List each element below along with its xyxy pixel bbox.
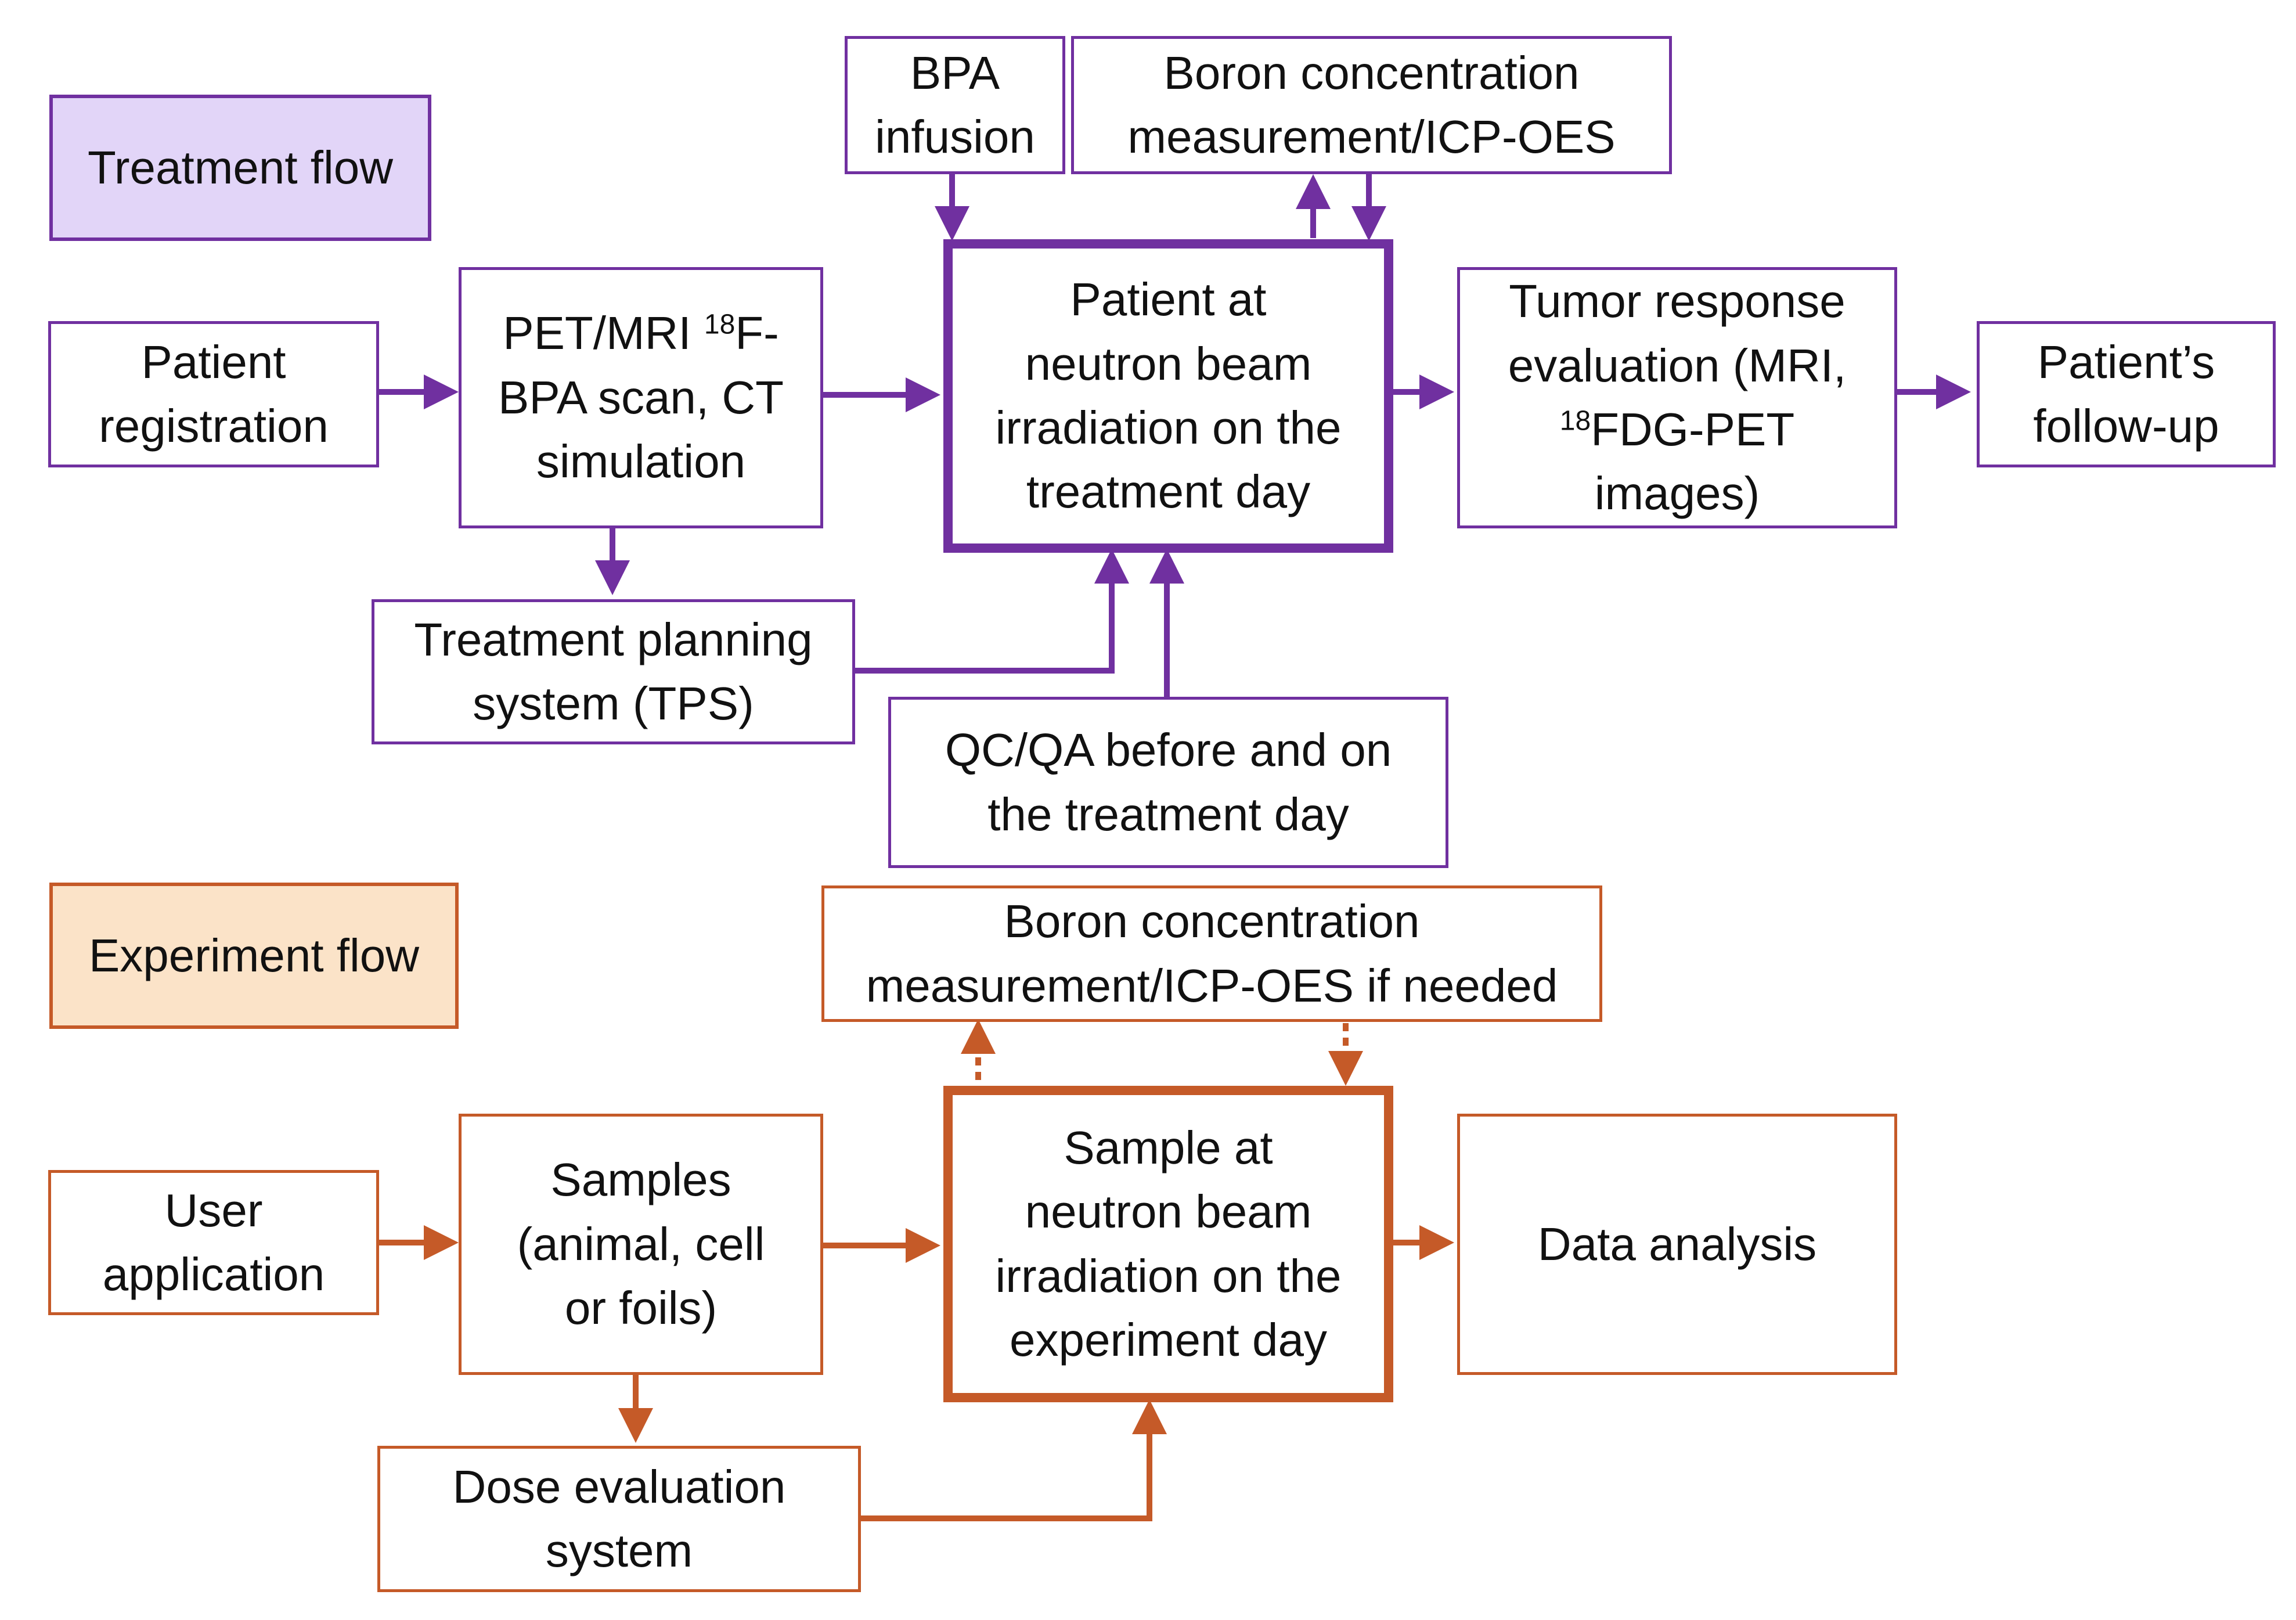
patient-registration-text: Patient registration [99,336,329,452]
qc-qa-text: QC/QA before and on the treatment day [945,724,1392,840]
sample-irradiation-box: Sample at neutron beam irradiation on th… [943,1086,1393,1402]
experiment-flow-label: Experiment flow [88,929,420,981]
pet-mri-scan-text: PET/MRI 18F- BPA scan, CT simulation [498,307,784,488]
samples-text: Samples (animal, cell or foils) [517,1154,765,1334]
boron-measurement-text: Boron concentration measurement/ICP-OES [1127,46,1616,163]
treatment-planning-text: Treatment planning system (TPS) [414,613,813,729]
dose-evaluation-text: Dose evaluation system [452,1460,786,1576]
treatment-arrows [376,174,1971,697]
sample-irradiation-text: Sample at neutron beam irradiation on th… [995,1121,1342,1366]
patient-registration-box: Patient registration [48,321,379,467]
experiment-arrows [376,1019,1454,1521]
samples-box: Samples (animal, cell or foils) [459,1114,823,1375]
data-analysis-text: Data analysis [1537,1218,1817,1270]
treatment-flow-legend: Treatment flow [49,95,431,241]
tumor-response-box: Tumor response evaluation (MRI, 18FDG-PE… [1457,267,1897,528]
qc-qa-box: QC/QA before and on the treatment day [888,697,1448,868]
boron-measurement-box: Boron concentration measurement/ICP-OES [1071,36,1672,174]
treatment-planning-box: Treatment planning system (TPS) [372,599,855,744]
boron-measurement-if-needed-text: Boron concentration measurement/ICP-OES … [866,895,1558,1011]
pet-mri-scan-box: PET/MRI 18F- BPA scan, CT simulation [459,267,823,528]
user-application-text: User application [102,1184,325,1300]
tumor-response-text: Tumor response evaluation (MRI, 18FDG-PE… [1508,275,1847,520]
dose-evaluation-box: Dose evaluation system [377,1446,861,1592]
bpa-infusion-box: BPA infusion [845,36,1065,174]
treatment-flow-label: Treatment flow [87,141,394,193]
experiment-flow-legend: Experiment flow [49,883,459,1029]
bpa-infusion-text: BPA infusion [875,46,1035,163]
arrow-dose-to-irradiation [861,1399,1167,1521]
patient-irradiation-box: Patient at neutron beam irradiation on t… [943,239,1393,553]
boron-measurement-if-needed-box: Boron concentration measurement/ICP-OES … [821,885,1602,1022]
patient-followup-text: Patient’s follow-up [2033,336,2219,452]
patient-followup-box: Patient’s follow-up [1977,321,2276,467]
user-application-box: User application [48,1170,379,1315]
patient-irradiation-text: Patient at neutron beam irradiation on t… [995,273,1342,518]
arrow-tps-to-irradiation [855,549,1129,674]
data-analysis-box: Data analysis [1457,1114,1897,1375]
